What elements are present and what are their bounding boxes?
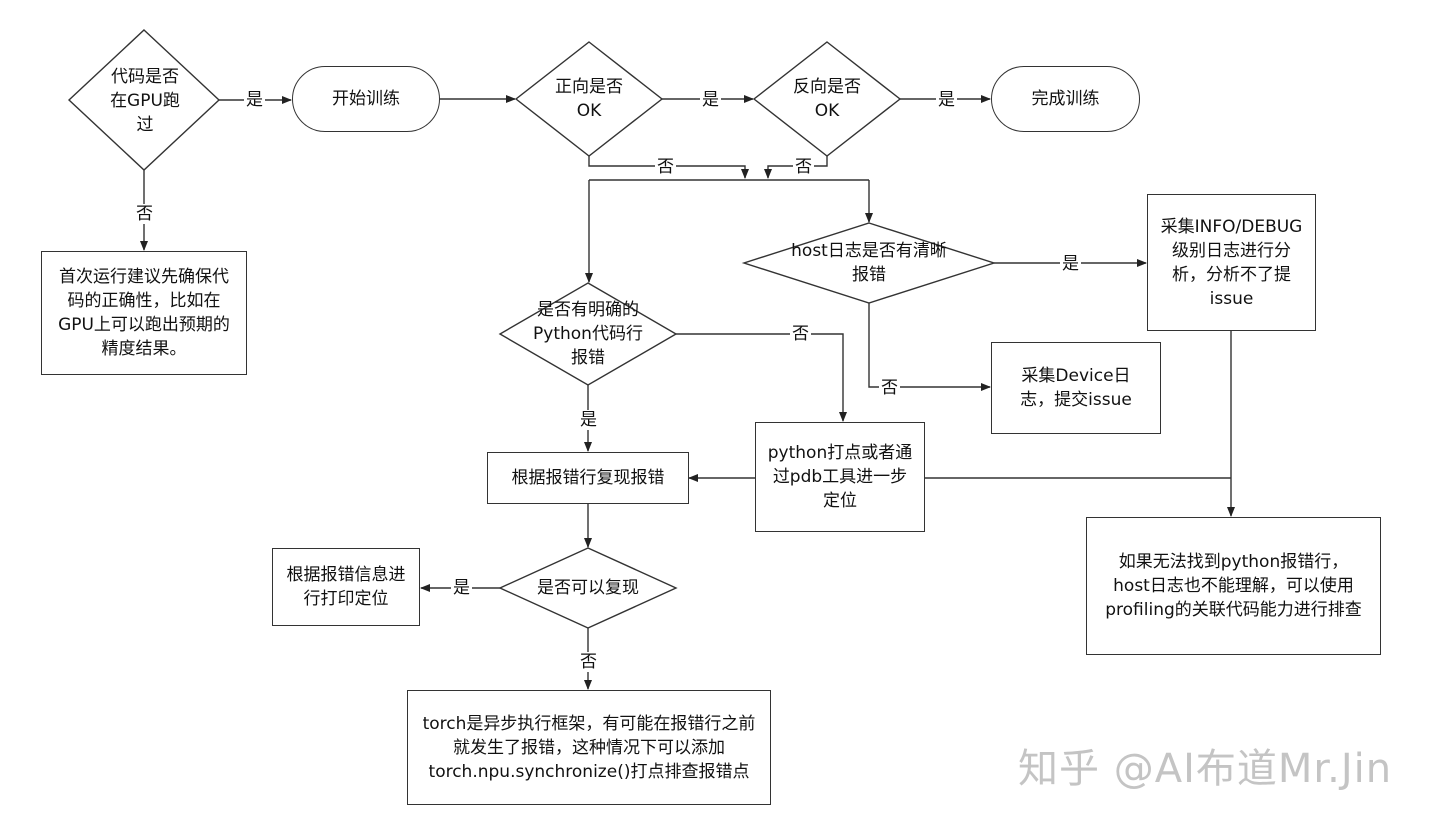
edge-host-no [868, 303, 991, 391]
start-training-node: 开始训练 [292, 66, 440, 132]
edge-label-forward-no: 否 [655, 157, 676, 177]
edge-label-python-yes: 是 [578, 410, 599, 430]
host-log-text: host日志是否有清晰报错 [791, 241, 947, 285]
edge-label-forward-yes: 是 [700, 90, 721, 110]
edge-label-reproduce-no: 否 [578, 652, 599, 672]
edge-label-backward-no: 否 [793, 157, 814, 177]
collect-device-log-box: 采集Device日志，提交issue [991, 342, 1161, 434]
watermark: 知乎 @AI布道Mr.Jin [1018, 746, 1393, 792]
forward-ok-text: 正向是否OK [555, 77, 623, 121]
collect-info-debug-box: 采集INFO/DEBUG级别日志进行分析，分析不了提issue [1147, 194, 1316, 331]
edge-label-gpu-no: 否 [134, 204, 155, 224]
edge-python-no [676, 333, 847, 422]
backward-ok-text: 反向是否OK [793, 77, 861, 121]
print-locate-box: 根据报错信息进行打印定位 [272, 548, 420, 626]
profiling-advice-box: 如果无法找到python报错行，host日志也不能理解，可以使用profilin… [1086, 517, 1381, 655]
edge-label-host-no: 否 [879, 378, 900, 398]
python-debug-box: python打点或者通过pdb工具进一步定位 [755, 422, 925, 532]
edge-label-host-yes: 是 [1060, 254, 1081, 274]
python-error-text: 是否有明确的Python代码行报错 [533, 300, 643, 368]
edge-label-backward-yes: 是 [936, 90, 957, 110]
finish-training-node: 完成训练 [991, 66, 1140, 132]
torch-async-box: torch是异步执行框架，有可能在报错行之前就发生了报错，这种情况下可以添加to… [407, 690, 771, 805]
edge-label-reproduce-yes: 是 [451, 578, 472, 598]
first-run-advice-box: 首次运行建议先确保代码的正确性，比如在GPU上可以跑出预期的精度结果。 [41, 251, 247, 375]
gpu-check-text: 代码是否在GPU跑过 [110, 67, 180, 135]
edge-label-python-no: 否 [790, 324, 811, 344]
edge-label-gpu-yes: 是 [244, 90, 265, 110]
can-reproduce-text: 是否可以复现 [537, 578, 639, 598]
reproduce-by-line-box: 根据报错行复现报错 [487, 452, 689, 504]
